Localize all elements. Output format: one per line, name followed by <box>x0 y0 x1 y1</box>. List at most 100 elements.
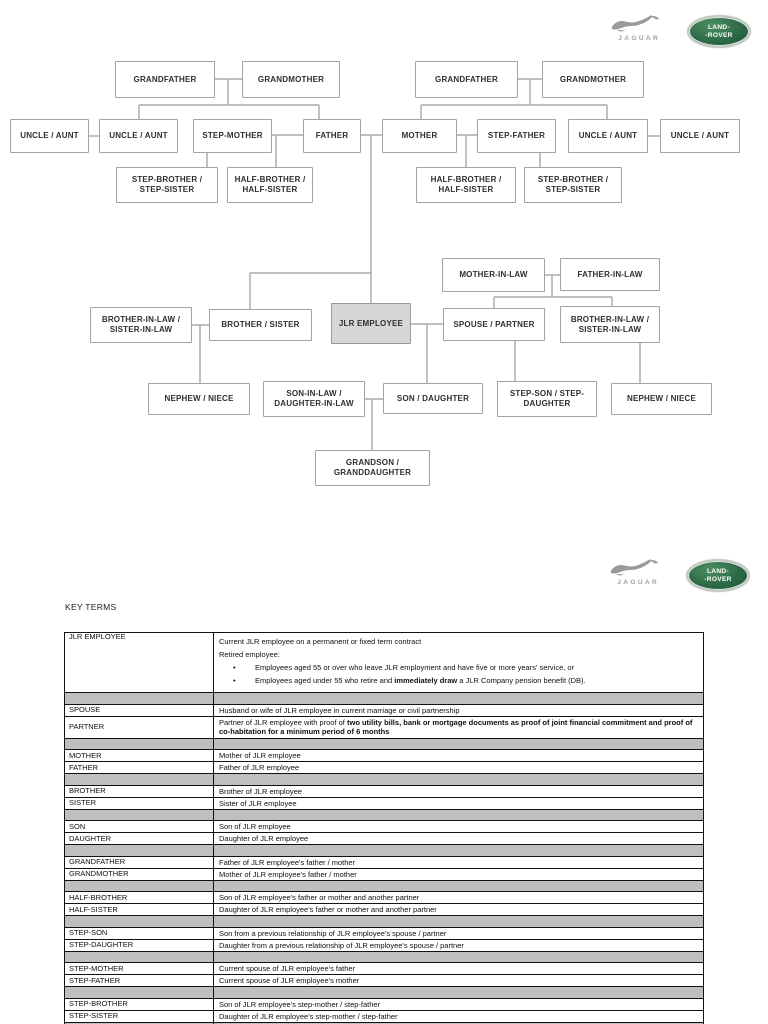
term-cell: STEP-DAUGHTER <box>64 938 214 952</box>
table-row-step-mother: STEP-MOTHER Current spouse of JLR employe… <box>64 962 704 975</box>
definition-text: Daughter of JLR employee's father or mot… <box>219 905 437 914</box>
term-cell: STEP-MOTHER <box>64 962 214 975</box>
term-cell: JLR EMPLOYEE <box>64 632 214 693</box>
tree-box-nephew-niece-left: NEPHEW / NIECE <box>148 383 250 415</box>
term-cell: SON <box>64 820 214 833</box>
definition-text: Employees aged under 55 who retire and <box>255 676 395 685</box>
spacer-cell <box>64 844 214 857</box>
key-terms-table-body: JLR EMPLOYEE Current JLR employee on a pe… <box>64 632 704 1024</box>
tree-connector-lines <box>89 78 660 450</box>
definition-cell: Daughter of JLR employee's step-mother /… <box>213 1009 704 1023</box>
brand-logos-page2: JAGUAR LAND- -ROVER <box>604 558 764 602</box>
spacer-cell <box>64 915 214 928</box>
tree-box-brother-sister-in-law-right: BROTHER-IN-LAW / SISTER-IN-LAW <box>560 306 660 343</box>
definition-cell: Son of JLR employee's step-mother / step… <box>213 997 704 1011</box>
landrover-text-line1: LAND- <box>707 24 730 32</box>
tree-box-son-daughter: SON / DAUGHTER <box>383 383 483 414</box>
term-cell: STEP-BROTHER <box>64 997 214 1011</box>
tree-box-grandson-granddaughter: GRANDSON / GRANDDAUGHTER <box>315 450 430 486</box>
tree-box-step-sibling-left: STEP-BROTHER / STEP-SISTER <box>116 167 218 203</box>
spacer-row <box>64 986 704 999</box>
definition-cell: Son of JLR employee <box>213 820 704 833</box>
definition-bullet-line: •Employees aged 55 or over who leave JLR… <box>219 661 699 674</box>
tree-box-step-son-daughter: STEP-SON / STEP- DAUGHTER <box>497 381 597 417</box>
tree-box-uncle-aunt-1: UNCLE / AUNT <box>10 119 89 153</box>
definition-text: Son from a previous relationship of JLR … <box>219 928 447 938</box>
tree-box-uncle-aunt-2: UNCLE / AUNT <box>99 119 178 153</box>
definition-text: Husband or wife of JLR employee in curre… <box>219 705 460 715</box>
term-cell: DAUGHTER <box>64 832 214 845</box>
term-cell: SISTER <box>64 796 214 810</box>
definition-text: Current JLR employee on a permanent or f… <box>219 637 422 646</box>
bullet-icon: • <box>233 663 236 672</box>
spacer-cell <box>213 844 704 857</box>
definition-text: Son of JLR employee <box>219 822 291 831</box>
spacer-cell <box>64 737 214 750</box>
spacer-row <box>64 950 704 963</box>
table-row-son: SON Son of JLR employee <box>64 820 704 833</box>
spacer-row <box>64 844 704 857</box>
definition-cell: Husband or wife of JLR employee in curre… <box>213 703 704 717</box>
definition-text-bold: immediately draw <box>394 676 458 685</box>
definition-cell: Sister of JLR employee <box>213 796 704 810</box>
tree-box-step-sibling-right: STEP-BROTHER / STEP-SISTER <box>524 167 622 203</box>
definition-cell: Son from a previous relationship of JLR … <box>213 926 704 940</box>
tree-box-mother-in-law: MOTHER-IN-LAW <box>442 258 545 292</box>
spacer-cell <box>64 879 214 892</box>
tree-box-uncle-aunt-4: UNCLE / AUNT <box>660 119 740 153</box>
landrover-text-line2: -ROVER <box>704 575 732 583</box>
definition-text: a JLR Company pension benefit (DB). <box>457 676 586 685</box>
spacer-cell <box>64 692 214 705</box>
table-row-jlr-employee: JLR EMPLOYEE Current JLR employee on a pe… <box>64 632 704 693</box>
definition-cell: Father of JLR employee <box>213 761 704 774</box>
tree-box-grandmother-right: GRANDMOTHER <box>542 61 644 98</box>
table-row-sister: SISTER Sister of JLR employee <box>64 796 704 810</box>
definition-text: Daughter of JLR employee's step-mother /… <box>219 1011 398 1021</box>
definition-bullet-line: •Employees aged under 55 who retire and … <box>219 674 699 687</box>
brand-logos-page1: JAGUAR LAND- -ROVER <box>605 14 765 58</box>
term-cell: SPOUSE <box>64 703 214 717</box>
definition-text: Son of JLR employee's step-mother / step… <box>219 999 381 1009</box>
definition-text: Brother of JLR employee <box>219 786 302 796</box>
definition-text: Father of JLR employee <box>219 763 300 772</box>
table-row-daughter: DAUGHTER Daughter of JLR employee <box>64 832 704 845</box>
definition-cell: Current JLR employee on a permanent or f… <box>213 632 704 693</box>
definition-text: Sister of JLR employee <box>219 798 297 808</box>
tree-box-mother: MOTHER <box>382 119 457 153</box>
tree-box-son-daughter-in-law: SON-IN-LAW / DAUGHTER-IN-LAW <box>263 381 365 417</box>
spacer-cell <box>213 986 704 999</box>
spacer-cell <box>213 692 704 705</box>
definition-cell: Daughter of JLR employee <box>213 832 704 845</box>
tree-box-half-sibling-left: HALF-BROTHER / HALF-SISTER <box>227 167 313 203</box>
spacer-row <box>64 692 704 705</box>
tree-box-grandfather-left: GRANDFATHER <box>115 61 215 98</box>
jaguar-cat-icon <box>610 559 659 576</box>
definition-line: Current JLR employee on a permanent or f… <box>219 635 699 648</box>
spacer-cell <box>213 879 704 892</box>
term-cell: STEP-SISTER <box>64 1009 214 1023</box>
tree-box-grandfather-right: GRANDFATHER <box>415 61 518 98</box>
spacer-cell <box>213 915 704 928</box>
spacer-row <box>64 879 704 892</box>
tree-box-father: FATHER <box>303 119 361 153</box>
definition-text: Partner of JLR employee with proof of <box>219 718 347 727</box>
term-cell: GRANDMOTHER <box>64 867 214 881</box>
definition-text: Daughter of JLR employee <box>219 834 309 843</box>
spacer-cell <box>213 950 704 963</box>
tree-box-grandmother-left: GRANDMOTHER <box>242 61 340 98</box>
definition-text: Current spouse of JLR employee's father <box>219 964 356 973</box>
definition-text: Son of JLR employee's father or mother a… <box>219 893 420 902</box>
definition-cell: Son of JLR employee's father or mother a… <box>213 891 704 904</box>
tree-box-spouse-partner: SPOUSE / PARTNER <box>443 308 545 341</box>
definition-cell: Current spouse of JLR employee's father <box>213 962 704 975</box>
definition-cell: Mother of JLR employee <box>213 749 704 762</box>
spacer-row <box>64 1021 704 1024</box>
definition-text: Father of JLR employee's father / mother <box>219 857 356 867</box>
